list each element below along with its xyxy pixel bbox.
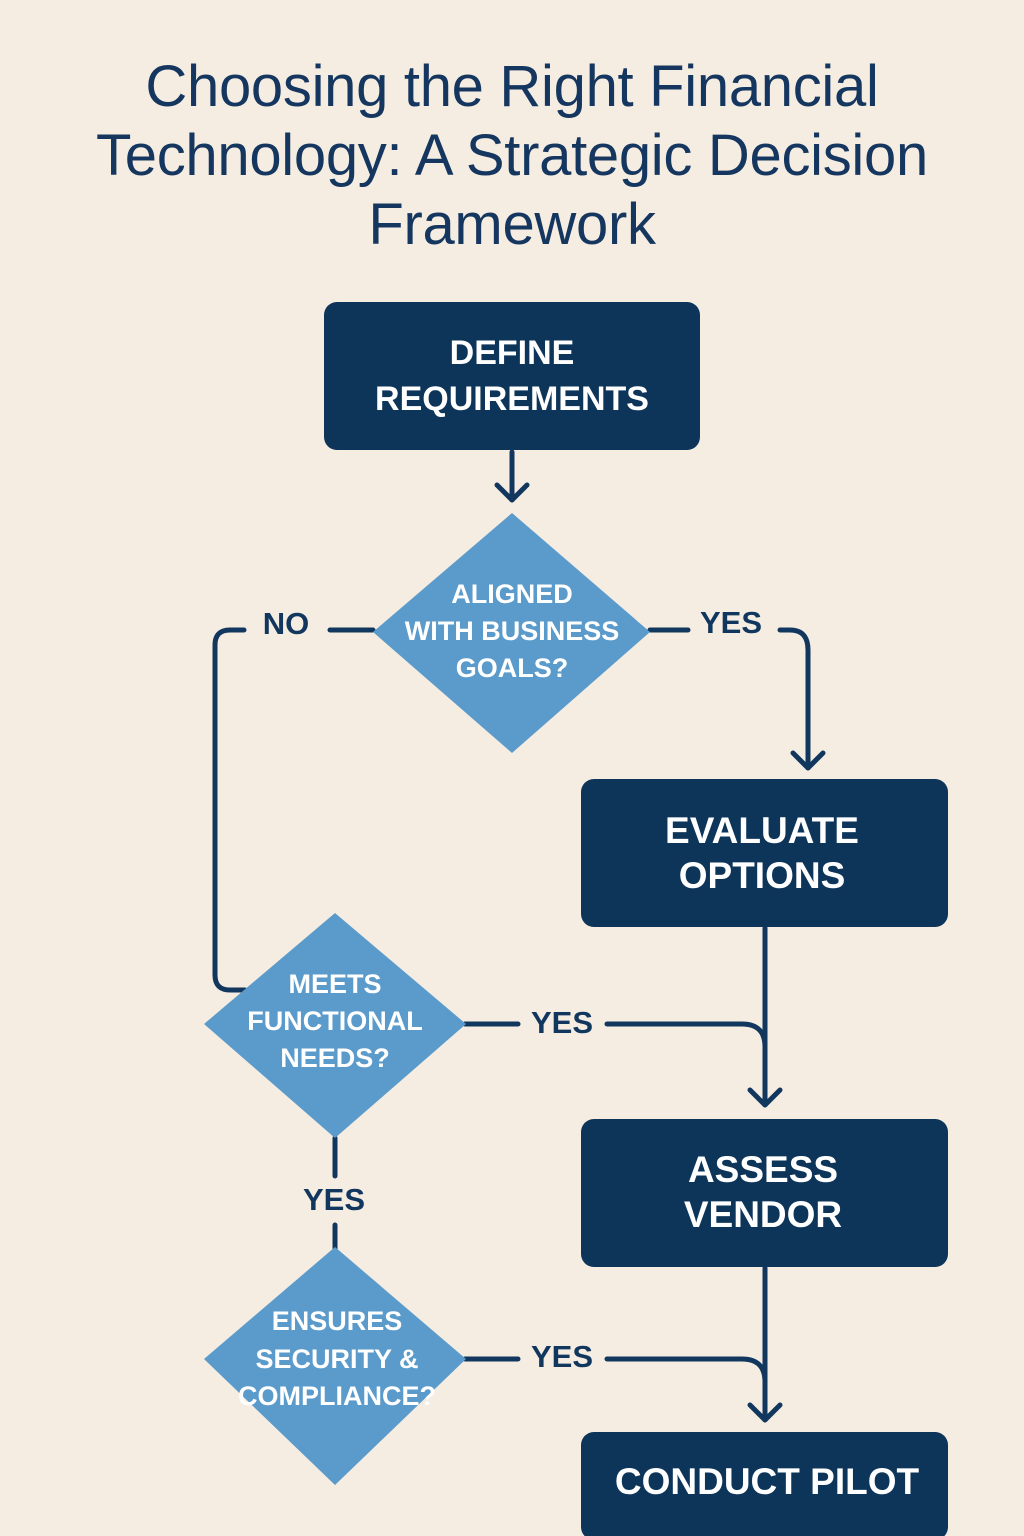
node-label-line: DEFINE bbox=[450, 334, 575, 372]
decision-aligned-with-business-goals: ALIGNED WITH BUSINESS GOALS? bbox=[373, 513, 650, 753]
arrow-head bbox=[747, 1402, 783, 1423]
edge-label-no: NO bbox=[263, 606, 310, 641]
node-label-line: WITH BUSINESS bbox=[405, 616, 620, 646]
node-label-line: EVALUATE bbox=[665, 810, 859, 851]
node-label-line: ASSESS bbox=[688, 1149, 838, 1190]
process-box bbox=[581, 1432, 948, 1536]
edge-security-yes-route bbox=[604, 1356, 768, 1385]
node-label-line: OPTIONS bbox=[679, 855, 846, 896]
edge-label-yes: YES bbox=[531, 1005, 593, 1040]
node-label-line: COMPLIANCE? bbox=[238, 1381, 436, 1411]
decision-diamond bbox=[204, 913, 466, 1138]
node-label-line: NEEDS? bbox=[280, 1043, 390, 1073]
node-label-line: FUNCTIONAL bbox=[247, 1006, 422, 1036]
node-assess-vendor: ASSESS VENDOR bbox=[581, 1119, 948, 1267]
process-box bbox=[324, 302, 700, 450]
edge-label-yes: YES bbox=[531, 1339, 593, 1374]
decision-diamond bbox=[373, 513, 650, 753]
edge-label-yes: YES bbox=[700, 605, 762, 640]
process-box bbox=[581, 1119, 948, 1267]
process-box bbox=[581, 779, 948, 927]
node-label-line: ALIGNED bbox=[451, 579, 573, 609]
node-evaluate-options: EVALUATE OPTIONS bbox=[581, 779, 948, 927]
connectors bbox=[212, 449, 826, 1423]
node-conduct-pilot: CONDUCT PILOT bbox=[581, 1432, 948, 1536]
edge-functional-yes-right-route bbox=[604, 1021, 768, 1050]
arrow-head bbox=[494, 482, 530, 503]
node-define-requirements: DEFINE REQUIREMENTS bbox=[324, 302, 700, 450]
node-label-line: VENDOR bbox=[684, 1194, 842, 1235]
node-label-line: ENSURES bbox=[272, 1306, 403, 1336]
arrow-head bbox=[747, 1087, 783, 1108]
decision-diamond bbox=[204, 1247, 466, 1485]
arrow-head bbox=[790, 750, 826, 771]
decision-ensures-security-compliance: ENSURES SECURITY & COMPLIANCE? bbox=[204, 1247, 466, 1485]
node-label-line: SECURITY & bbox=[255, 1344, 418, 1374]
node-label-line: CONDUCT PILOT bbox=[615, 1461, 920, 1502]
node-label-line: REQUIREMENTS bbox=[375, 380, 649, 418]
node-label-line: MEETS bbox=[288, 969, 381, 999]
edge-aligned-no-return bbox=[212, 627, 248, 993]
node-label-line: GOALS? bbox=[456, 653, 569, 683]
edge-label-yes: YES bbox=[303, 1182, 365, 1217]
edge-aligned-yes-route bbox=[777, 627, 811, 771]
page-title: Choosing the Right Financial Technology:… bbox=[96, 54, 928, 257]
decision-meets-functional-needs: MEETS FUNCTIONAL NEEDS? bbox=[204, 913, 466, 1138]
